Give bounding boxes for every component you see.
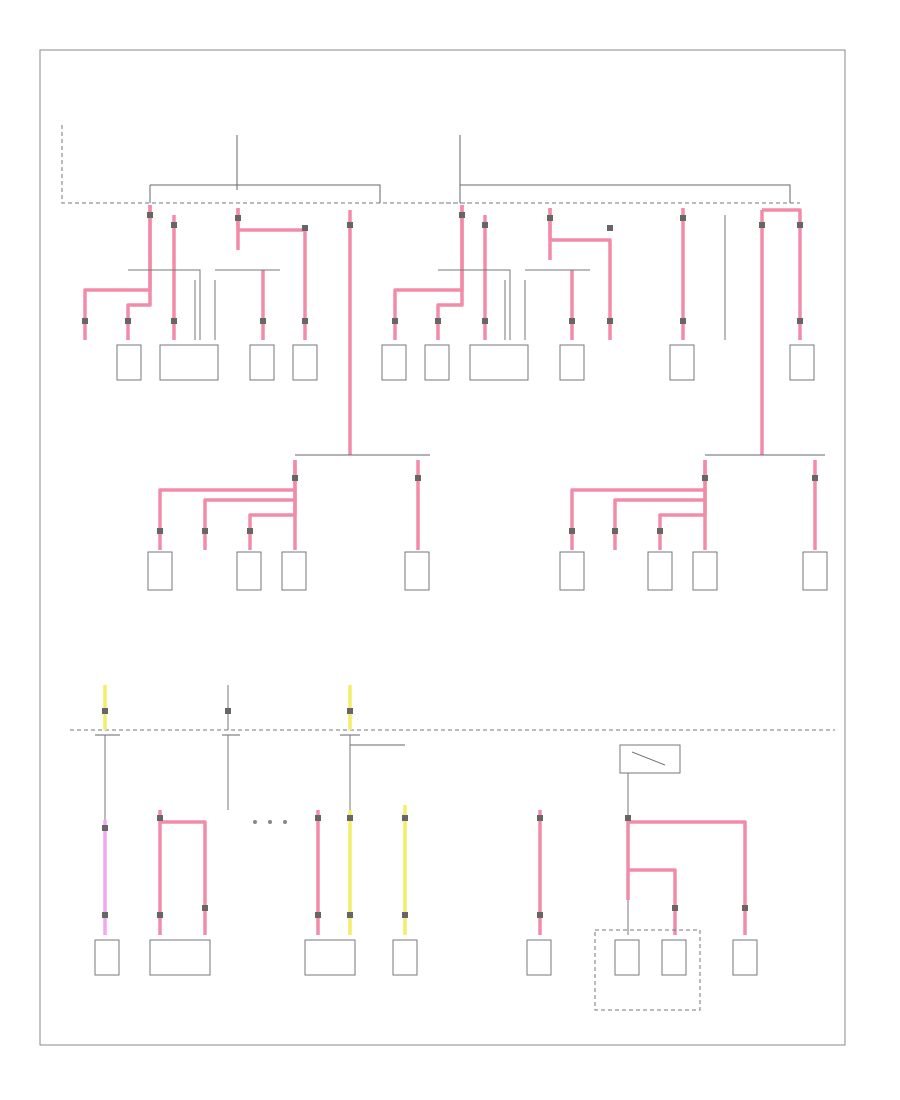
bottom-circuits [70, 685, 835, 1011]
diagram-frame [39, 49, 846, 1046]
middle-injector-groups [147, 454, 828, 591]
top-power-distribution [61, 125, 815, 455]
